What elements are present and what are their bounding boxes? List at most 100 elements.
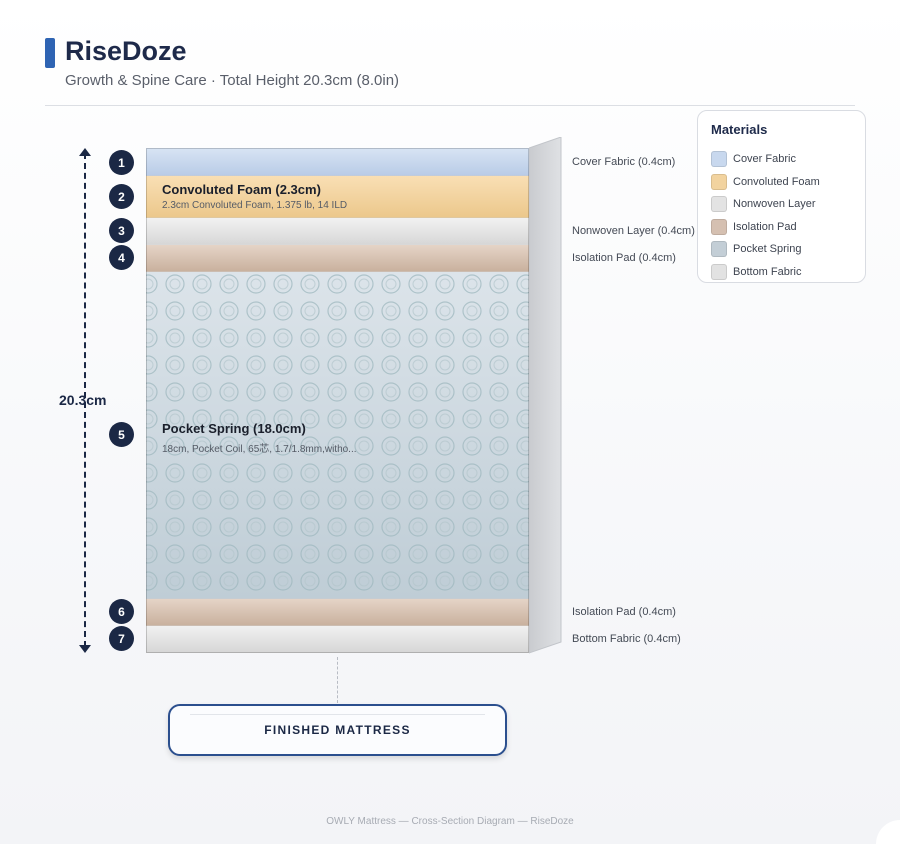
spring-coil (408, 409, 428, 429)
spring-coil (489, 301, 509, 321)
spring-coil (516, 571, 529, 591)
spring-coil (300, 517, 320, 537)
spring-coil (246, 490, 266, 510)
spring-coil (165, 301, 185, 321)
spring-coil (489, 382, 509, 402)
spring-coil (408, 274, 428, 294)
spring-coil (219, 328, 239, 348)
page-subtitle: Growth & Spine Care · Total Height 20.3c… (65, 72, 400, 89)
spring-coil (165, 490, 185, 510)
spring-coil (462, 301, 482, 321)
spring-coil (408, 301, 428, 321)
spring-coil (462, 571, 482, 591)
spring-coil (489, 517, 509, 537)
spring-coil (219, 544, 239, 564)
spring-coil (146, 409, 158, 429)
spring-coil (146, 301, 158, 321)
spring-coil (246, 571, 266, 591)
spring-coil (354, 409, 374, 429)
spring-coil (165, 382, 185, 402)
legend-item: Nonwoven Layer (711, 196, 816, 212)
spring-coil (516, 328, 529, 348)
spring-coil (146, 463, 158, 483)
spring-coil (489, 436, 509, 456)
spring-coil (489, 490, 509, 510)
spring-coil (327, 301, 347, 321)
spring-coil (273, 382, 293, 402)
spring-coil (300, 382, 320, 402)
spring-coil (273, 490, 293, 510)
spring-coil (381, 463, 401, 483)
spring-coil (246, 274, 266, 294)
spring-coil (462, 328, 482, 348)
spring-coil (408, 328, 428, 348)
spring-coil (246, 544, 266, 564)
spring-coil (300, 274, 320, 294)
spring-coil (192, 274, 212, 294)
spring-coil (354, 517, 374, 537)
spring-coil (516, 517, 529, 537)
arrow-up-icon (79, 148, 91, 156)
spring-coil (273, 328, 293, 348)
spring-coil (489, 571, 509, 591)
mattress-cross-section: Convoluted Foam (2.3cm) 2.3cm Convoluted… (146, 148, 529, 653)
spring-coil (192, 436, 212, 456)
layer-title: Pocket Spring (18.0cm) (162, 421, 306, 436)
spring-coil (300, 463, 320, 483)
layer-isolation-pad-top (146, 245, 529, 272)
spring-coil (192, 544, 212, 564)
spring-coil (435, 301, 455, 321)
spring-coil (435, 328, 455, 348)
spring-coil (219, 517, 239, 537)
spring-coil (462, 463, 482, 483)
spring-coil (165, 517, 185, 537)
spring-coil (300, 301, 320, 321)
spring-coil (354, 274, 374, 294)
spring-coil (219, 490, 239, 510)
spring-coil (381, 544, 401, 564)
spring-coil (489, 328, 509, 348)
layer-side-label: Bottom Fabric (0.4cm) (572, 633, 681, 645)
spring-coil (246, 409, 266, 429)
spring-coil (435, 463, 455, 483)
spring-coil (327, 328, 347, 348)
spring-coil (381, 355, 401, 375)
mattress-side-face (529, 137, 562, 654)
spring-coil (192, 301, 212, 321)
layer-number-badge: 5 (109, 422, 134, 447)
spring-coil (146, 490, 158, 510)
spring-coil (435, 409, 455, 429)
spring-coil (165, 409, 185, 429)
title-accent-bar (45, 38, 55, 68)
spring-coil (219, 571, 239, 591)
spring-coil (381, 274, 401, 294)
layer-side-label: Cover Fabric (0.4cm) (572, 156, 676, 168)
layer-nonwoven (146, 218, 529, 245)
spring-coil (354, 490, 374, 510)
spring-coil (489, 544, 509, 564)
finished-mattress-label: FINISHED MATTRESS (264, 723, 411, 737)
finished-mattress-box: FINISHED MATTRESS (168, 704, 507, 756)
spring-coil (146, 274, 158, 294)
spring-coil (489, 463, 509, 483)
spring-coil (408, 517, 428, 537)
spring-coil (408, 544, 428, 564)
legend-label: Cover Fabric (733, 153, 796, 165)
layer-bottom-fabric (146, 626, 529, 653)
spring-coil (381, 328, 401, 348)
layer-number-badge: 2 (109, 184, 134, 209)
spring-coil (219, 382, 239, 402)
spring-coil (327, 355, 347, 375)
layer-cover-fabric (146, 148, 529, 176)
spring-coil (219, 463, 239, 483)
spring-coil (273, 274, 293, 294)
spring-coil (300, 409, 320, 429)
spring-coil (489, 274, 509, 294)
spring-coil (273, 301, 293, 321)
spring-coil (146, 328, 158, 348)
spring-coil (462, 490, 482, 510)
layer-side-label: Isolation Pad (0.4cm) (572, 606, 676, 618)
spring-coil (381, 436, 401, 456)
height-dimension-label: 20.3cm (59, 392, 107, 408)
spring-coil (354, 463, 374, 483)
